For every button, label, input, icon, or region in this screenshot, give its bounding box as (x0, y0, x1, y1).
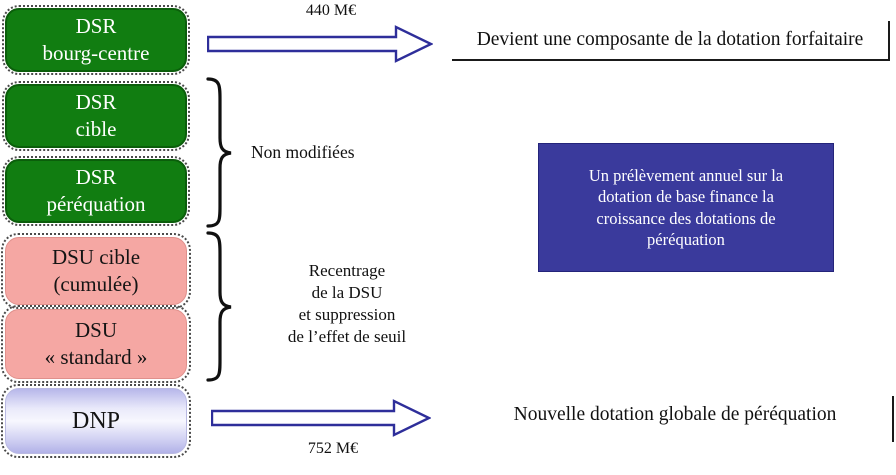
label-recentrage: Recentrage de la DSU et suppression de l… (268, 260, 426, 348)
note-nouvelle-dotation: Nouvelle dotation globale de péréquation (458, 396, 894, 442)
label-752-meur: 752 M€ (307, 440, 359, 457)
right-arrow-icon (211, 399, 431, 437)
box-dsu-standard-line1: DSU (74, 318, 117, 342)
panel-line2: dotation de base finance la (598, 187, 774, 206)
label-recentrage-line1: Recentrage (308, 261, 386, 280)
panel-line4: péréquation (647, 230, 725, 249)
box-dnp: DNP (1, 384, 191, 458)
box-dsu-cible: DSU cible (cumulée) (1, 233, 191, 309)
box-dnp-line1: DNP (71, 407, 120, 434)
box-dsu-cible-line2: (cumulée) (53, 272, 139, 296)
label-440-meur: 440 M€ (305, 2, 357, 19)
brace-icon (206, 231, 232, 382)
label-recentrage-line4: de l’effet de seuil (287, 327, 407, 346)
right-arrow-icon (207, 25, 433, 63)
panel-line3: croissance des dotations de (596, 208, 776, 228)
box-dsr-bourg-centre-line2: bourg-centre (42, 41, 150, 65)
label-recentrage-line2: de la DSU (311, 283, 383, 302)
box-dsr-perequation-line2: péréquation (46, 192, 146, 216)
box-dsr-perequation: DSR péréquation (2, 156, 190, 226)
box-dsu-cible-line1: DSU cible (51, 245, 141, 269)
note-devient-text: Devient une composante de la dotation fo… (476, 29, 864, 50)
box-dsr-cible-line2: cible (75, 117, 117, 141)
panel-prelevement: Un prélèvement annuel sur la dotation de… (538, 143, 834, 272)
box-dsr-perequation-line1: DSR (75, 165, 117, 189)
box-dsr-bourg-centre-line1: DSR (75, 14, 117, 38)
label-recentrage-line3: et suppression (298, 305, 396, 324)
brace-icon (206, 77, 232, 228)
label-non-modifiees: Non modifiées (251, 142, 355, 162)
box-dsu-standard: DSU « standard » (1, 305, 191, 383)
box-dsr-cible-line1: DSR (75, 90, 117, 114)
note-devient-composante: Devient une composante de la dotation fo… (452, 21, 890, 61)
box-dsr-bourg-centre: DSR bourg-centre (2, 5, 190, 75)
panel-line1: Un prélèvement annuel sur la (588, 165, 784, 185)
box-dsu-standard-line2: « standard » (44, 345, 148, 369)
box-dsr-cible: DSR cible (2, 81, 190, 151)
note-nouvelle-text: Nouvelle dotation globale de péréquation (513, 404, 837, 425)
